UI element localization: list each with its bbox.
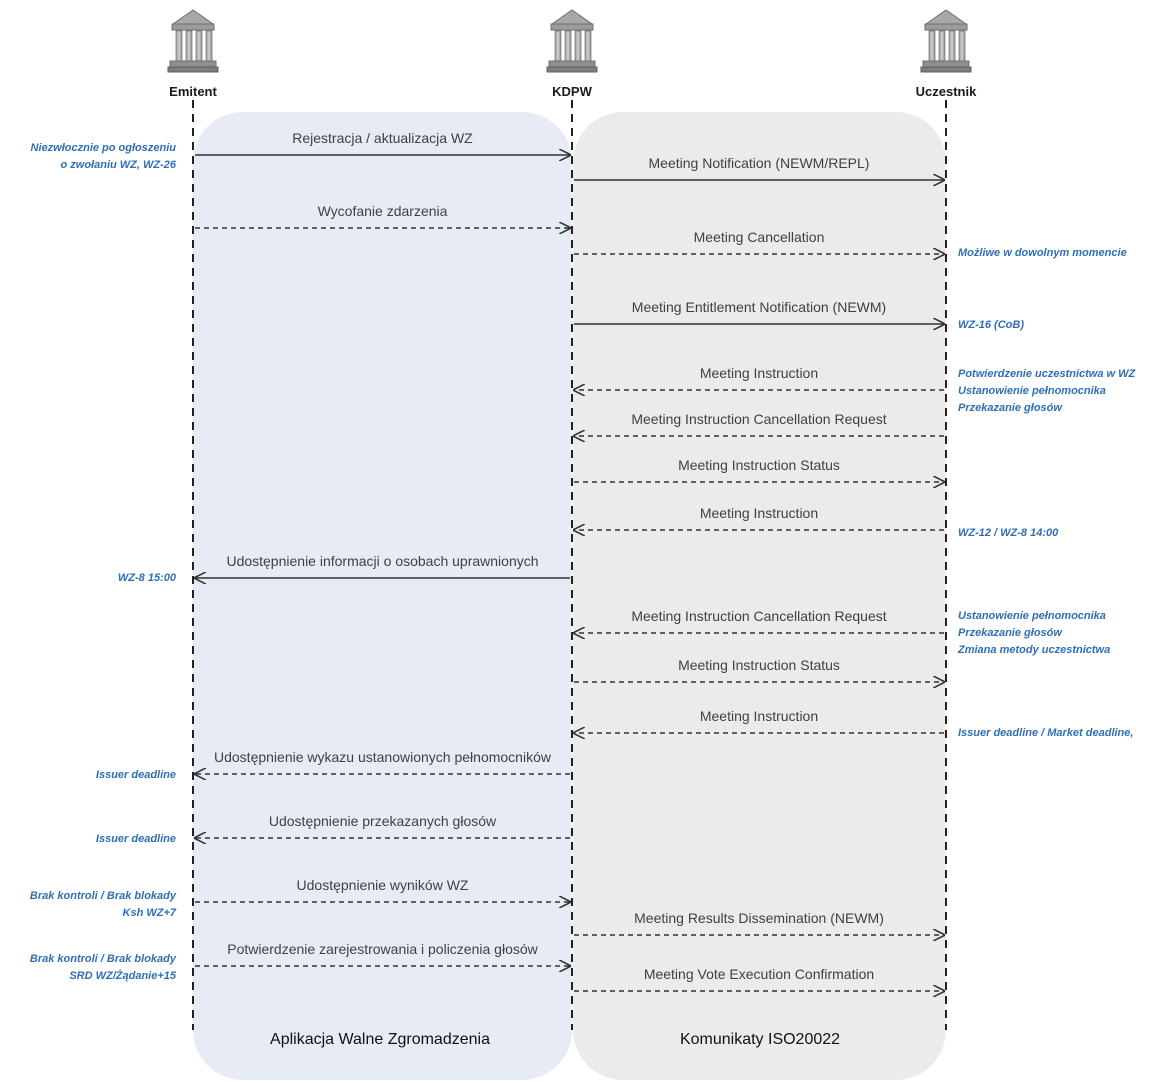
left-timing-note: SRD WZ/Żądanie+15: [69, 969, 177, 982]
message-label: Meeting Instruction: [700, 708, 818, 724]
message-label: Udostępnienie przekazanych głosów: [269, 813, 497, 829]
actor-label-kdpw: KDPW: [552, 84, 592, 99]
right-timing-note: Przekazanie głosów: [958, 402, 1063, 414]
left-panel-title: Aplikacja Walne Zgromadzenia: [270, 1031, 490, 1048]
message-label: Meeting Instruction: [700, 365, 818, 381]
right-timing-note: Ustanowienie pełnomocnika: [958, 385, 1106, 397]
right-timing-note: Zmiana metody uczestnictwa: [957, 644, 1110, 656]
right-timing-note: Możliwe w dowolnym momencie: [958, 247, 1127, 259]
left-timing-note: Ksh WZ+7: [123, 907, 177, 919]
left-timing-note: Brak kontroli / Brak blokady: [30, 953, 177, 965]
building-icon: [920, 9, 972, 73]
message-label: Meeting Cancellation: [694, 229, 825, 245]
message-label: Meeting Notification (NEWM/REPL): [649, 155, 870, 171]
message-label: Rejestracja / aktualizacja WZ: [292, 130, 473, 146]
left-timing-note: WZ-8 15:00: [118, 572, 177, 584]
right-timing-note: Potwierdzenie uczestnictwa w WZ: [958, 368, 1137, 380]
left-timing-note: Brak kontroli / Brak blokady: [30, 890, 177, 902]
building-icon: [546, 9, 598, 73]
message-label: Udostępnienie wykazu ustanowionych pełno…: [214, 749, 552, 765]
message-label: Udostępnienie informacji o osobach upraw…: [226, 553, 538, 569]
left-panel: [193, 112, 572, 1080]
left-timing-note: Issuer deadline: [96, 833, 176, 845]
message-label: Meeting Instruction Cancellation Request: [631, 411, 886, 427]
left-timing-note: Issuer deadline: [96, 769, 176, 781]
message-label: Meeting Results Dissemination (NEWM): [634, 910, 884, 926]
left-timing-note: o zwołaniu WZ, WZ-26: [61, 159, 177, 171]
message-label: Wycofanie zdarzenia: [318, 203, 448, 219]
message-label: Meeting Instruction Status: [678, 657, 840, 673]
message-label: Meeting Instruction: [700, 505, 818, 521]
message-label: Meeting Vote Execution Confirmation: [644, 966, 874, 982]
right-timing-note: WZ-12 / WZ-8 14:00: [958, 527, 1059, 539]
right-timing-note: WZ-16 (CoB): [958, 319, 1024, 331]
message-label: Meeting Instruction Cancellation Request: [631, 608, 886, 624]
right-timing-note: Przekazanie głosów: [958, 627, 1063, 639]
message-label: Udostępnienie wyników WZ: [297, 877, 469, 893]
actor-label-uczestnik: Uczestnik: [916, 84, 977, 99]
actor-label-emitent: Emitent: [169, 84, 217, 99]
right-panel: [573, 112, 946, 1080]
message-label: Potwierdzenie zarejestrowania i policzen…: [227, 941, 538, 957]
message-label: Meeting Instruction Status: [678, 457, 840, 473]
right-timing-note: Issuer deadline / Market deadline,: [958, 727, 1133, 739]
building-icon: [167, 9, 219, 73]
right-panel-title: Komunikaty ISO20022: [680, 1031, 840, 1048]
left-timing-note: Niezwłocznie po ogłoszeniu: [31, 142, 177, 154]
right-timing-note: Ustanowienie pełnomocnika: [958, 610, 1106, 622]
message-label: Meeting Entitlement Notification (NEWM): [632, 299, 886, 315]
